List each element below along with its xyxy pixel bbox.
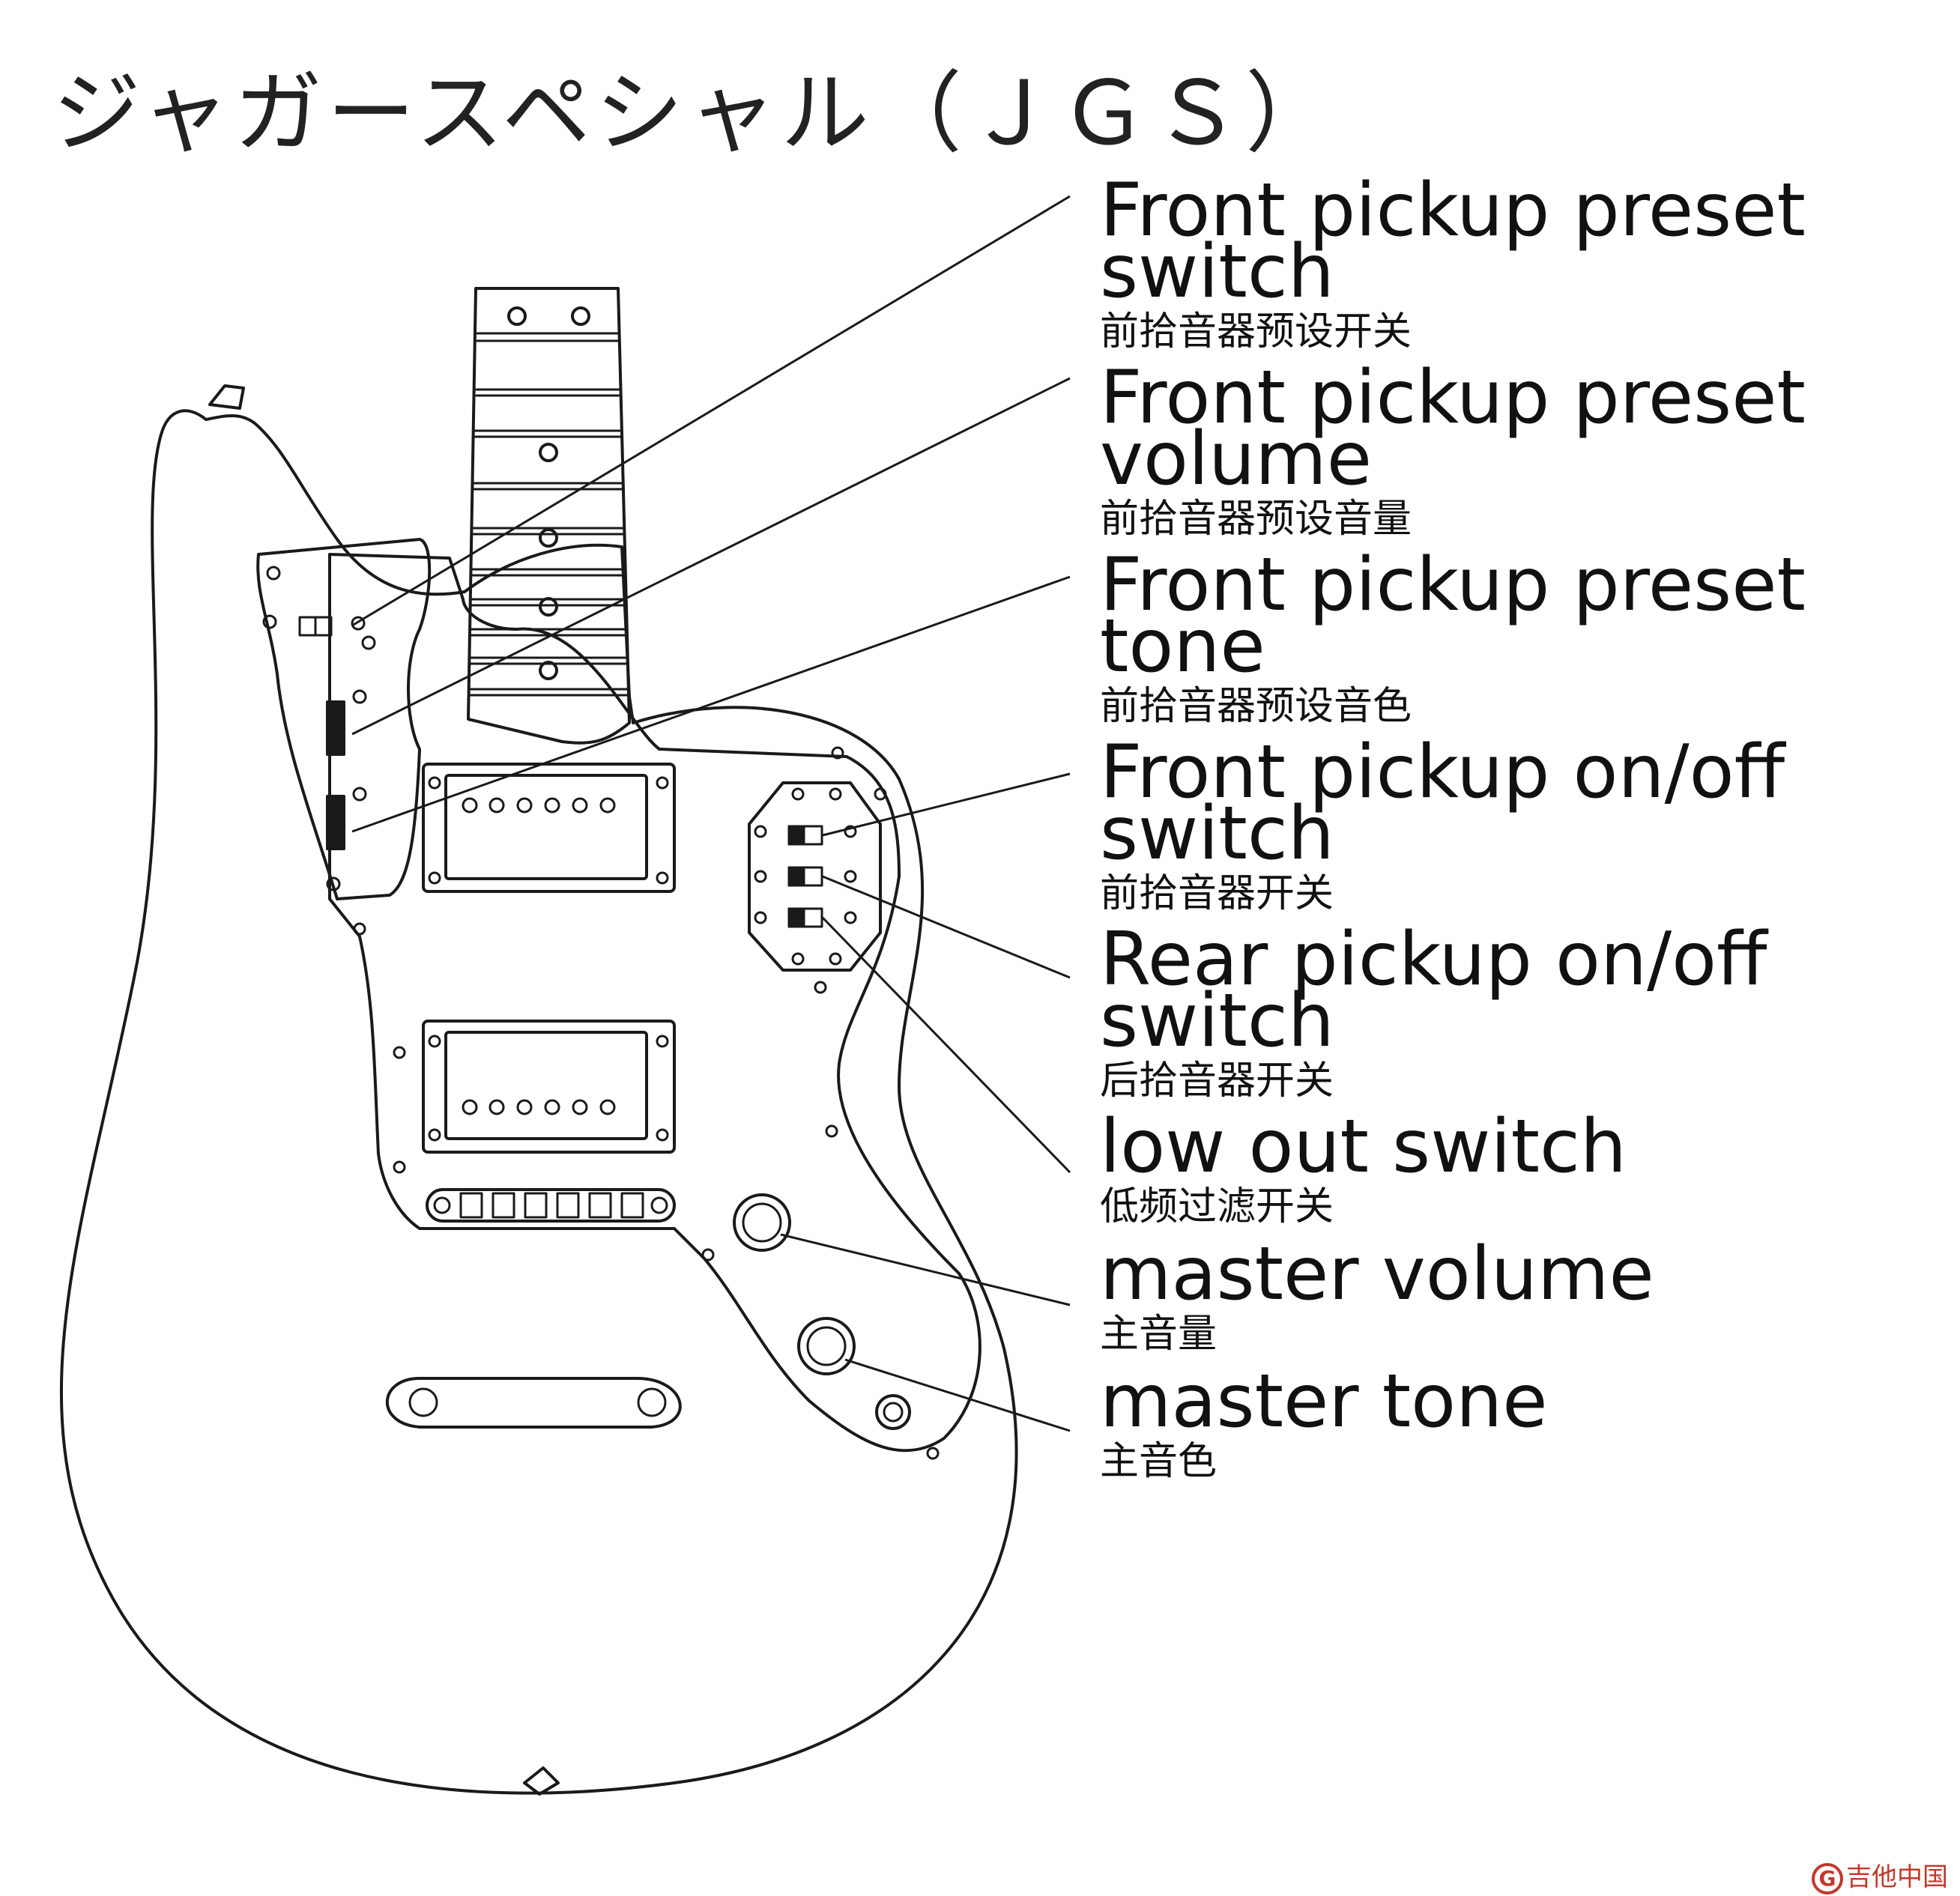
label-en: Front pickup preset switch [1100, 168, 1806, 315]
slide-switches [787, 825, 823, 928]
label-master-volume: master volume 主音量 [1100, 1232, 1654, 1357]
g-logo-icon: G [1812, 1863, 1843, 1895]
label-zh: 前拾音器预设音量 [1100, 497, 1412, 542]
pickguard-screws [353, 746, 940, 1460]
label-en: Front pickup on/off switch [1100, 730, 1785, 876]
switch-plate [748, 781, 882, 972]
pickguard-outline [328, 553, 981, 1453]
label-en: Front pickup preset tone [1100, 542, 1806, 689]
strap-button-top [208, 384, 245, 410]
label-front-pickup-switch: Front pickup on/off switch 前拾音器开关 [1100, 730, 1879, 917]
label-en: master volume [1100, 1232, 1654, 1317]
label-zh: 前拾音器开关 [1100, 871, 1334, 916]
fret-markers [507, 306, 590, 680]
label-zh: 后拾音器开关 [1100, 1058, 1334, 1103]
master-volume-knob [733, 1193, 791, 1252]
label-en: Front pickup preset volume [1100, 355, 1806, 502]
front-pickup-poles [462, 797, 616, 814]
bridge-post-right [650, 1196, 668, 1214]
bridge [426, 1188, 676, 1223]
label-front-preset-volume: Front pickup preset volume 前拾音器预设音量 [1100, 355, 1879, 542]
plate-screws [262, 566, 376, 891]
label-en: Rear pickup on/off switch [1100, 917, 1767, 1064]
label-master-tone: master tone 主音色 [1100, 1359, 1548, 1485]
front-pickup-ring [422, 763, 676, 893]
bridge-saddles [459, 1192, 644, 1219]
front-ring-screws [428, 776, 669, 885]
label-zh: 主音量 [1100, 1312, 1218, 1357]
rear-pickup [444, 1031, 648, 1140]
label-zh: 低频过滤开关 [1100, 1184, 1334, 1229]
label-en: low out switch [1100, 1104, 1627, 1190]
bridge-post-left [433, 1196, 451, 1214]
output-jack [875, 1394, 911, 1430]
leader-lines [351, 195, 1071, 1432]
label-front-preset-tone: Front pickup preset tone 前拾音器预设音色 [1100, 542, 1879, 730]
preset-tone-wheel [326, 795, 345, 850]
label-zh: 前拾音器预设音色 [1100, 684, 1412, 729]
label-rear-pickup-switch: Rear pickup on/off switch 后拾音器开关 [1100, 917, 1879, 1104]
guitar-body-outline [59, 409, 1018, 1795]
diagram-title: ジャガースペシャル（ＪＧＳ） [52, 61, 1338, 165]
label-zh: 主音色 [1100, 1439, 1218, 1484]
watermark-text: 吉他中国 [1846, 1862, 1948, 1892]
frets [468, 332, 629, 697]
label-zh: 前拾音器预设开关 [1100, 309, 1412, 354]
strap-button-bottom [523, 1766, 560, 1796]
rear-ring-screws [428, 1035, 669, 1142]
preset-volume-wheel [326, 700, 345, 756]
control-plate [256, 538, 432, 900]
label-en: master tone [1100, 1359, 1548, 1444]
label-front-preset-switch: Front pickup preset switch 前拾音器预设开关 [1100, 168, 1879, 355]
rear-pickup-ring [422, 1020, 676, 1154]
tailpiece [385, 1377, 682, 1429]
neck-outline [467, 287, 631, 745]
label-low-out-switch: low out switch 低频过滤开关 [1100, 1104, 1627, 1230]
master-tone-knob [797, 1317, 856, 1375]
front-pickup [444, 774, 648, 880]
switch-plate-screws [754, 787, 857, 966]
rear-pickup-poles [462, 1099, 616, 1115]
